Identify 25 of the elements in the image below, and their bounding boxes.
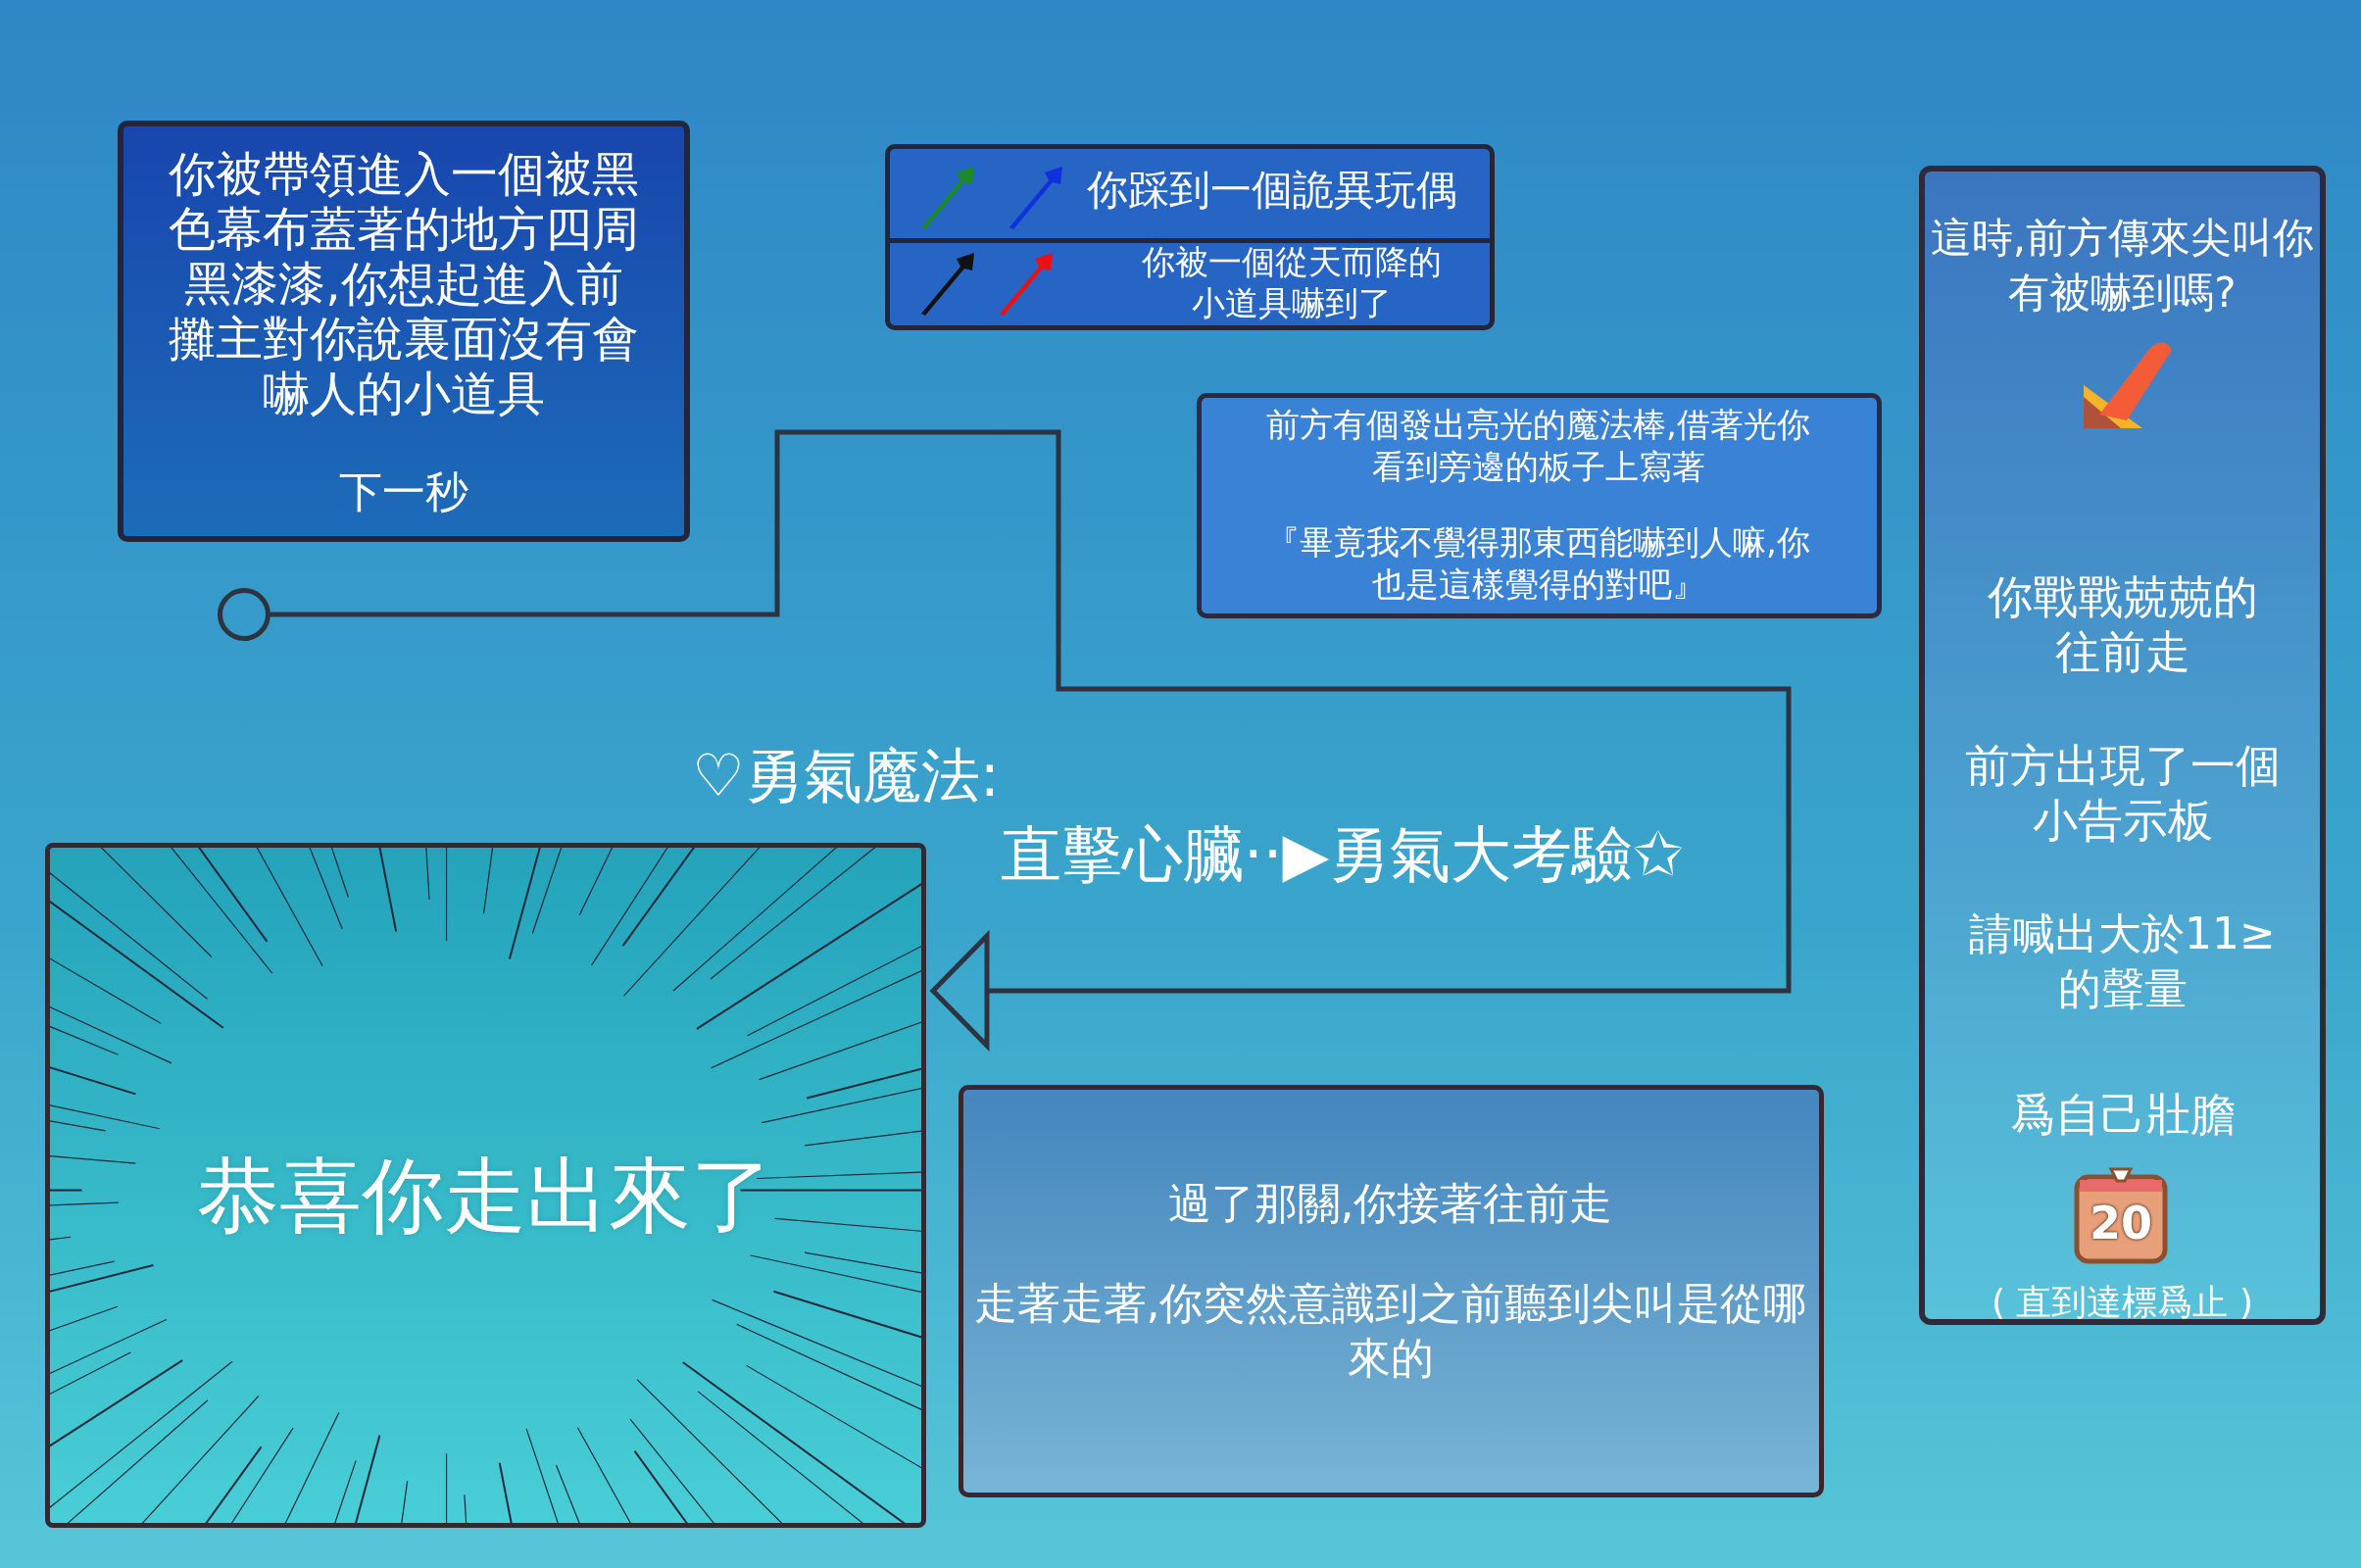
- story-box: [1197, 393, 1882, 618]
- start-circle: [218, 588, 271, 641]
- story-text: 請喊出大於11≥的聲量: [1968, 907, 2277, 1015]
- heading-text: ♡勇氣魔法:: [692, 740, 1000, 811]
- story-text: 爲自己壯膽: [2008, 1087, 2237, 1142]
- story-box: [959, 1085, 1824, 1497]
- connector-arrow: [271, 429, 1792, 1049]
- ending-text: 恭喜你走出來了: [195, 1147, 774, 1245]
- event-table: [885, 144, 1495, 330]
- time-text: 下一秒: [338, 466, 469, 518]
- story-text: 這時,前方傳來尖叫你有被嚇到嗎?: [1929, 213, 2316, 318]
- row-text: 你被一個從天而降的小道具嚇到了: [1141, 241, 1443, 323]
- quote-text: 『畢竟我不覺得那東西能嚇到人嘛,你也是這樣覺得的對吧』: [1265, 521, 1811, 606]
- note-text: ( 直到達標爲止 ): [1991, 1281, 2254, 1324]
- story-text: 你戰戰兢兢的往前走: [1986, 569, 2259, 679]
- story-text: 走著走著,你突然意識到之前聽到尖叫是從哪來的: [972, 1277, 1808, 1385]
- story-text: 你被帶領進入一個被黑色幕布蓋著的地方四周黑漆漆,你想起進入前攤主對你說裏面沒有會嚇人的小道具: [168, 146, 640, 420]
- story-text: 前方出現了一個小告示板: [1963, 738, 2282, 848]
- story-text: 前方有個發出亮光的魔法棒,借著光你看到旁邊的板子上寫著: [1265, 404, 1811, 488]
- side-panel: [1919, 166, 2326, 1325]
- day-number: 20: [2089, 1196, 2153, 1250]
- row-text: 你踩到一個詭異玩偶: [1086, 165, 1458, 216]
- story-text: 過了那關,你接著往前走: [1166, 1177, 1614, 1230]
- story-box: [118, 121, 690, 542]
- heading-text: 直擊心臟··▶勇氣大考驗✩: [1001, 817, 1685, 892]
